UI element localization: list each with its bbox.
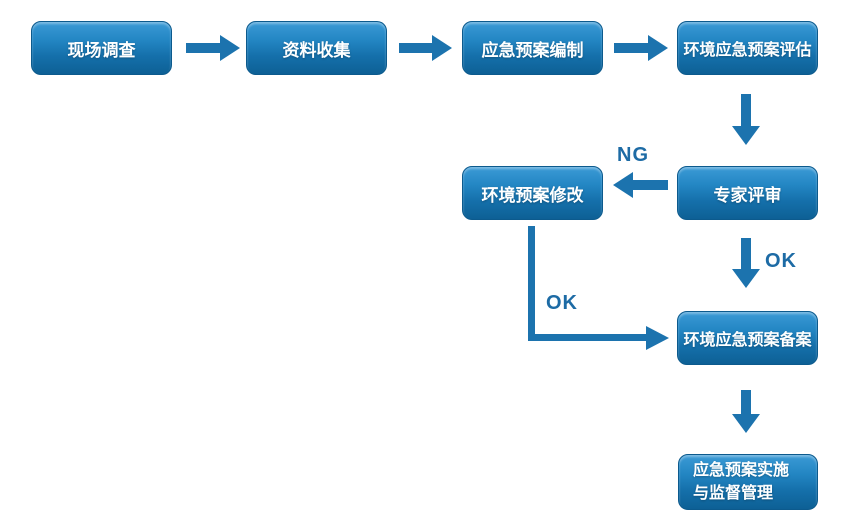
arrow-revision-to-filing-ok [528, 226, 669, 350]
arrowhead-down-icon [732, 269, 760, 288]
arrow-filing-to-implementation [732, 390, 760, 433]
arrow-compilation-to-assessment [614, 35, 668, 61]
arrowhead-right-icon [220, 35, 240, 61]
node-plan-filing: 环境应急预案备案 [677, 311, 818, 365]
node-implementation-supervision: 应急预案实施 与监督管理 [678, 454, 818, 510]
node-expert-review: 专家评审 [677, 166, 818, 220]
label-ok-down: OK [765, 250, 797, 272]
arrow-review-to-filing-ok [732, 238, 760, 288]
arrow-survey-to-collection [186, 35, 240, 61]
node-plan-compilation: 应急预案编制 [462, 21, 603, 75]
arrowhead-right-icon [646, 326, 669, 350]
node-implementation-line1: 应急预案实施 [693, 462, 790, 479]
arrowhead-right-icon [648, 35, 668, 61]
node-site-survey: 现场调查 [31, 21, 172, 75]
node-plan-assessment: 环境应急预案评估 [677, 21, 818, 75]
arrowhead-down-icon [732, 126, 760, 145]
arrow-review-to-revision-ng [613, 172, 668, 198]
arrowhead-right-icon [432, 35, 452, 61]
arrowhead-down-icon [732, 414, 760, 433]
node-data-collection: 资料收集 [246, 21, 387, 75]
node-implementation-line2: 与监督管理 [693, 485, 774, 502]
label-ng: NG [617, 144, 649, 166]
arrowhead-left-icon [613, 172, 633, 198]
arrow-collection-to-compilation [399, 35, 452, 61]
arrow-assessment-to-review [732, 94, 760, 145]
label-ok-elbow: OK [546, 292, 578, 314]
node-plan-revision: 环境预案修改 [462, 166, 603, 220]
